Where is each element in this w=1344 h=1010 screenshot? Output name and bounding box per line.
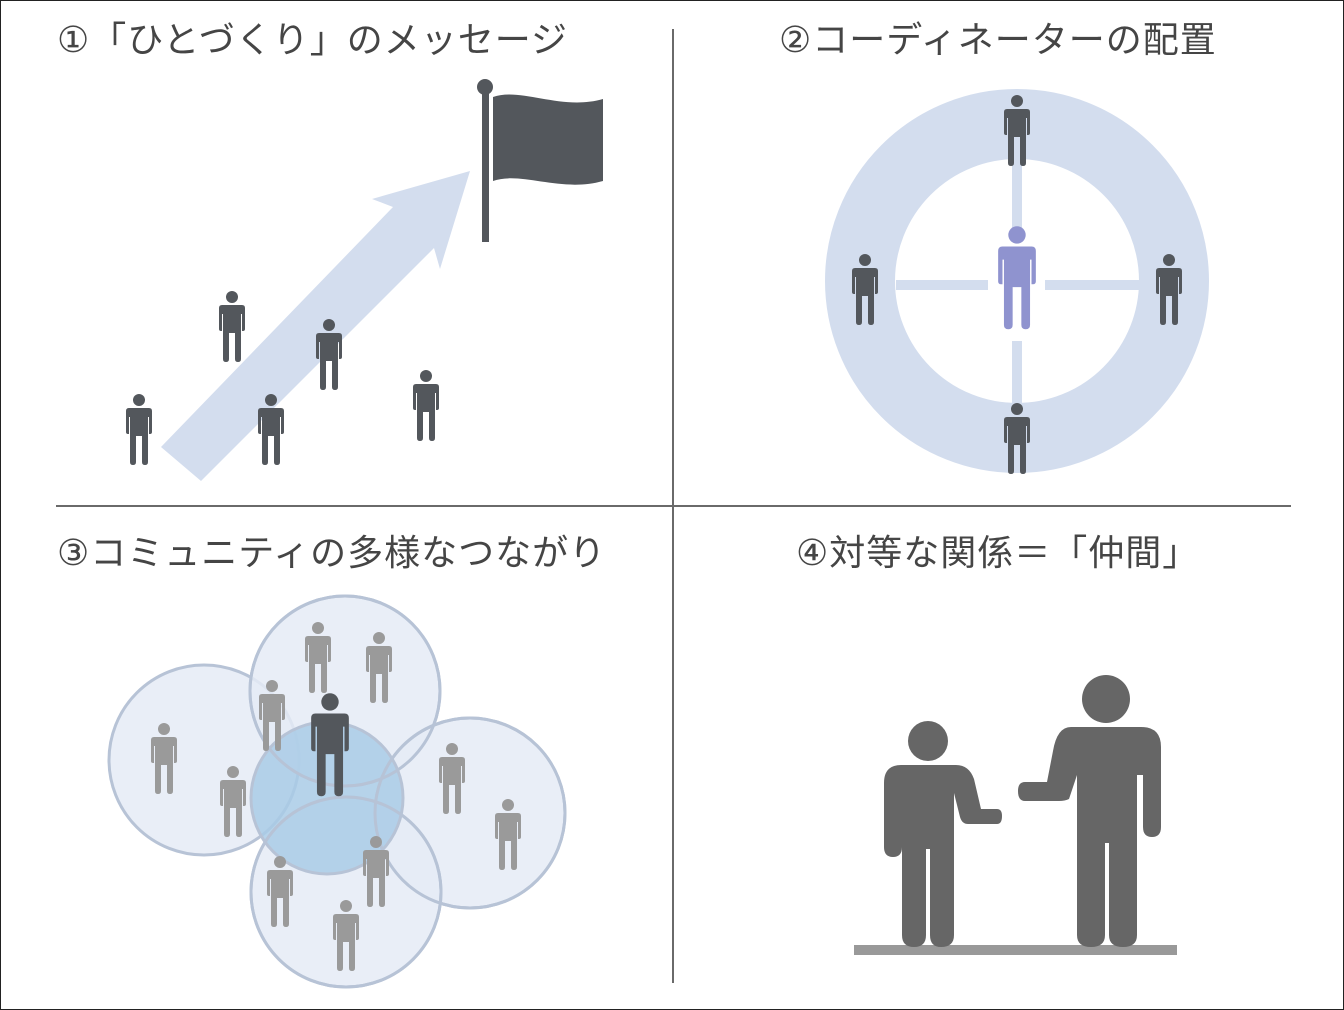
panel-1-illustration: [126, 79, 603, 481]
person-left-icon: [884, 721, 1002, 947]
panel-2-title: ②コーディネーターの配置: [779, 20, 1217, 61]
person-icon: [126, 394, 152, 465]
person-icon: [413, 370, 439, 441]
panel-1-title: ①「ひとづくり」のメッセージ: [57, 20, 569, 61]
panel-3-illustration: [107, 594, 567, 989]
coordinator-person-icon: [998, 226, 1036, 330]
person-icon: [219, 291, 245, 362]
panel-2-illustration: [825, 89, 1209, 474]
panel-4-title: ④対等な関係＝「仲間」: [796, 533, 1200, 574]
flag-icon: [477, 79, 603, 242]
horizontal-divider: [56, 505, 1291, 507]
rising-arrow-icon: [161, 171, 470, 481]
connector-lines: [896, 159, 1139, 403]
panel-4-illustration: [854, 675, 1177, 955]
person-right-icon: [1018, 675, 1161, 947]
panel-3-title: ③コミュニティの多様なつながり: [57, 533, 607, 574]
floor-line: [854, 945, 1177, 955]
